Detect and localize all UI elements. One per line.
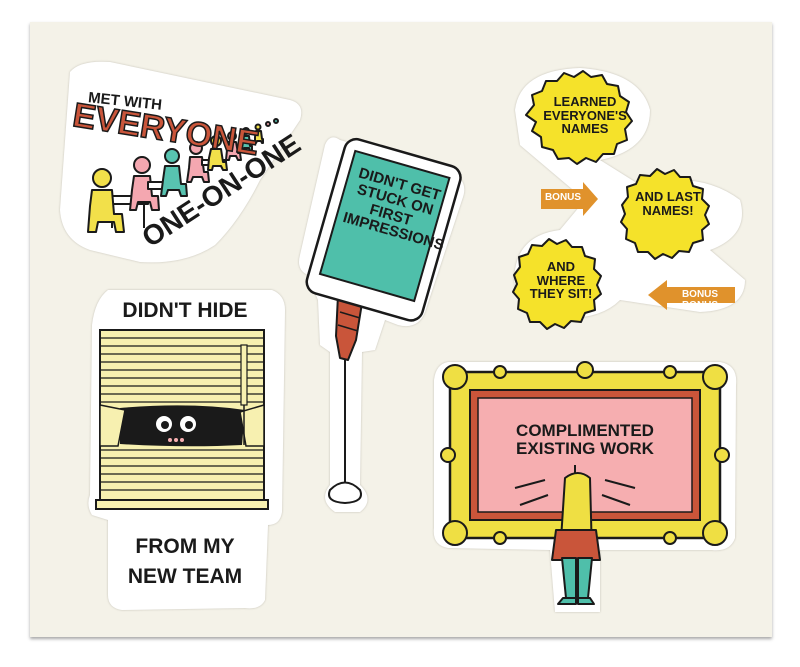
bubble-last-names: [620, 168, 710, 260]
meeting-figures-icon: [87, 118, 279, 233]
bubble-where-they-sit: [512, 238, 602, 330]
from-my-label: FROM MY: [135, 535, 235, 558]
bonus-arrow-icon: [541, 182, 598, 216]
bubble-learned-names: [525, 70, 633, 165]
bonus-arrow-text: BONUS: [544, 192, 582, 203]
shine-lines: [514, 465, 636, 506]
complimented-label: COMPLIMENTED EXISTING WORK: [516, 421, 654, 458]
bubble-where-they-sit-text: AND WHERE THEY SIT!: [529, 259, 593, 302]
new-team-label: NEW TEAM: [127, 565, 243, 588]
sticker-glue-bottle: [299, 137, 465, 512]
sticker-didnt-hide: [88, 290, 286, 610]
bubble-last-names-text: AND LAST NAMES!: [635, 189, 701, 218]
didnt-hide-label: DIDN'T HIDE: [122, 299, 248, 322]
bonus-bonus-arrow-text: BONUS BONUS: [681, 289, 719, 311]
bubble-learned-names-text: LEARNED EVERYONE'S NAMES: [543, 94, 627, 137]
person-admiring-icon: [551, 472, 601, 605]
sticker-complimented: [433, 361, 737, 612]
sticker-names: [512, 68, 745, 330]
blind-slats: [100, 337, 264, 491]
sticker-met-with-everyone: ONE-ON-ONE: [60, 61, 306, 263]
bonus-bonus-arrow-icon: [648, 280, 735, 310]
